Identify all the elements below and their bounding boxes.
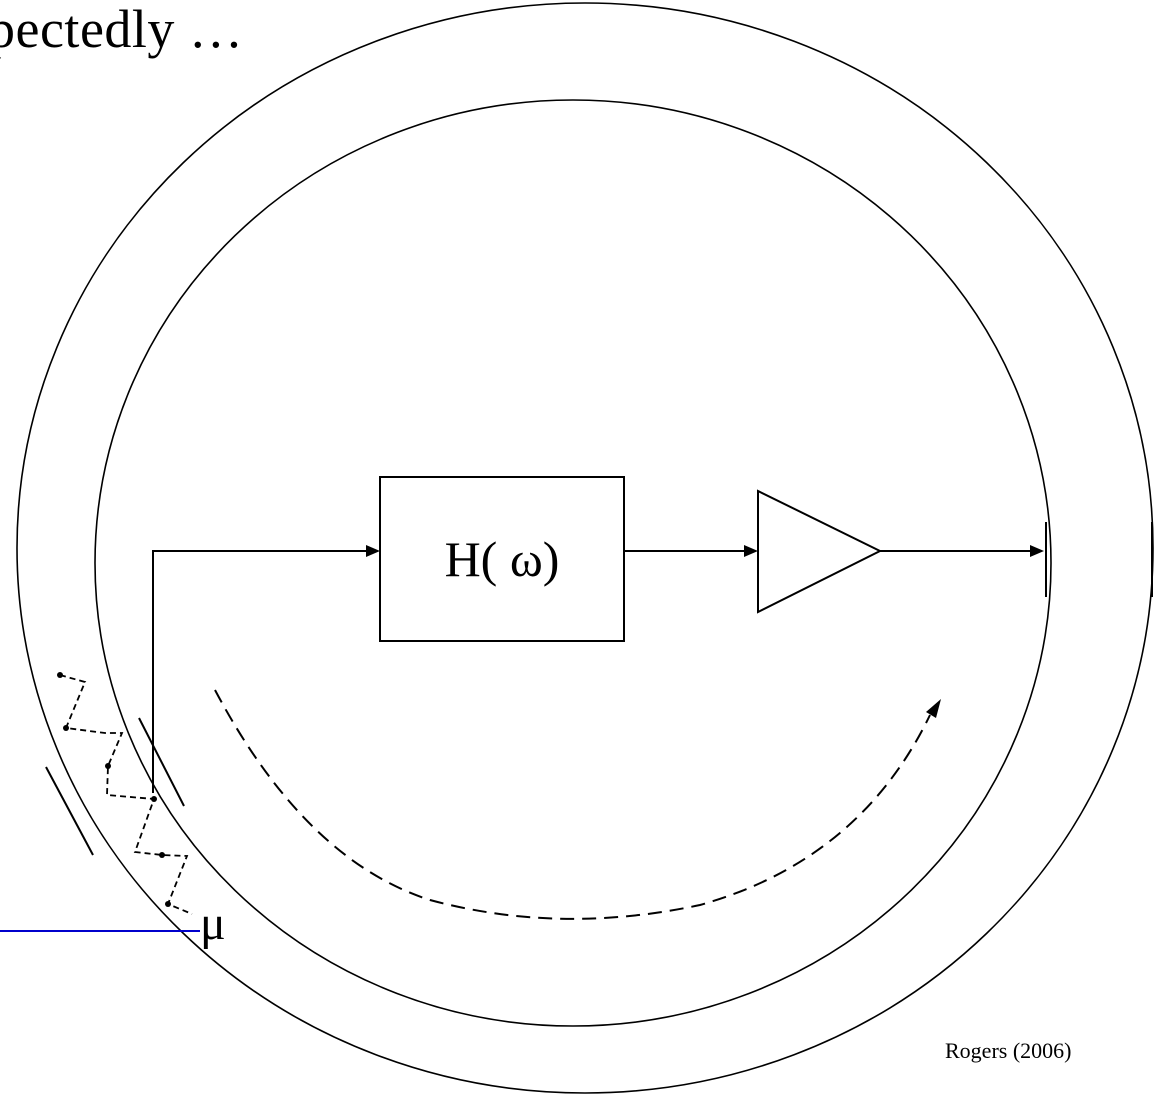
triangle-amplifier-icon — [757, 489, 883, 614]
arc-arrowhead — [926, 699, 941, 718]
arrowhead-to-filter — [366, 545, 380, 557]
slide-title-fragment: pectedly … — [0, 0, 244, 59]
particle-trajectory — [57, 672, 193, 915]
filter-label: H( ω) — [444, 531, 560, 587]
arrowhead-to-amp — [744, 545, 758, 557]
pickup-signal-line — [152, 550, 370, 793]
kicker-plates-icon — [1045, 522, 1153, 597]
signal-delay-arc — [214, 689, 931, 920]
credit-citation: Rogers (2006) — [945, 1038, 1072, 1063]
inner-ring — [94, 99, 1052, 1027]
muon-label: μ — [200, 897, 226, 950]
filter-box — [379, 476, 625, 642]
arrowhead-to-kicker — [1030, 545, 1044, 557]
pickup-plates-icon — [45, 717, 185, 856]
